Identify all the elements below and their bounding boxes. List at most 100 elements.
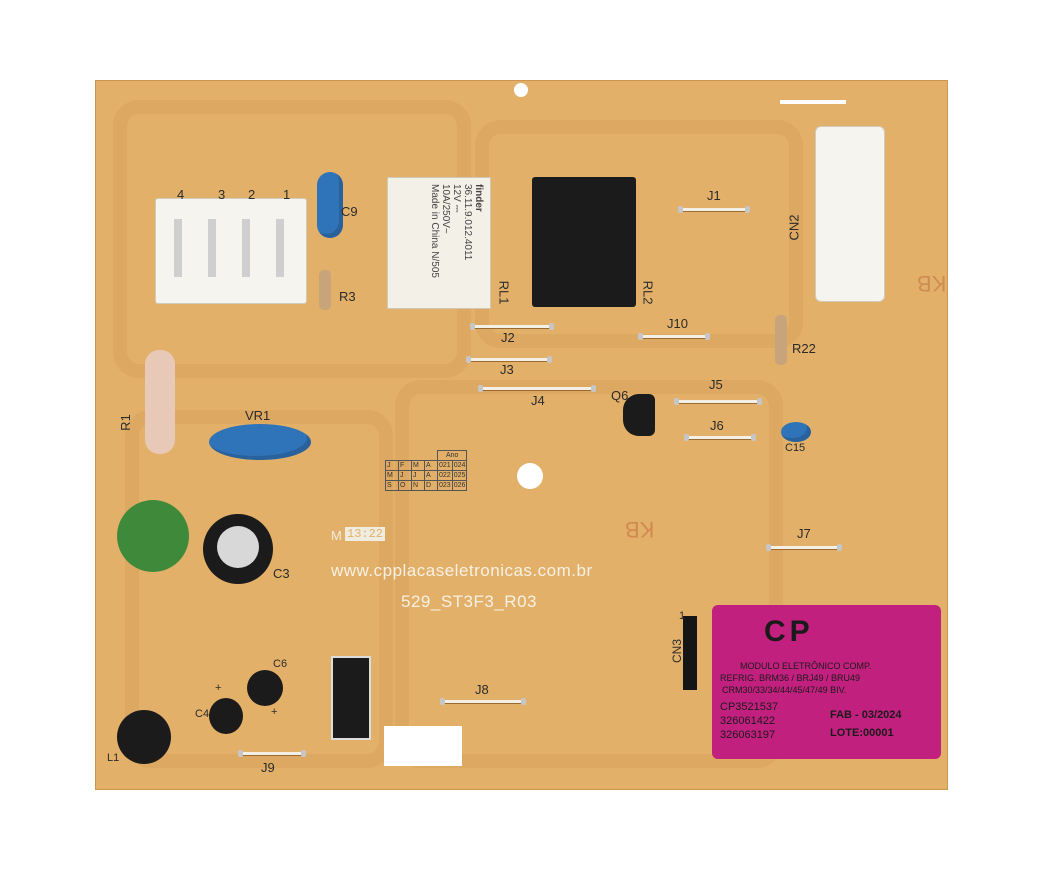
date-cell: 022 (437, 470, 453, 481)
blank-label (384, 726, 462, 766)
sticker-part1: CP3521537 (720, 701, 779, 713)
date-cell: J (385, 460, 399, 471)
capacitor-c15 (781, 422, 811, 442)
label-cn3: CN3 (670, 638, 685, 664)
kb-mark: KB (917, 271, 947, 296)
product-sticker: CP MODULO ELETRÔNICO COMP. REFRIG. BRM36… (712, 605, 941, 759)
label-j8: J8 (475, 682, 489, 697)
capacitor-c4 (209, 698, 243, 734)
connector-4pin[interactable] (155, 198, 307, 304)
copper-trace (125, 410, 393, 768)
kb-mark: KB (625, 517, 655, 542)
date-mark-box: 13:22 (345, 527, 386, 541)
label-j2: J2 (501, 330, 515, 345)
label-j7: J7 (797, 526, 811, 541)
date-cell: 021 (437, 460, 453, 471)
jumper-j4 (478, 385, 596, 392)
sticker-line3: CRM30/33/34/44/45/47/49 BIV. (722, 685, 847, 695)
label-c9: C9 (341, 204, 358, 219)
copper-trace (475, 120, 803, 348)
capacitor-c6 (247, 670, 283, 706)
label-l1: L1 (107, 752, 120, 764)
label-rl2: RL2 (640, 280, 656, 305)
date-cell: F (398, 460, 412, 471)
date-cell: J (398, 470, 412, 481)
date-cell: A (424, 460, 438, 471)
label-j4: J4 (531, 393, 545, 408)
label-j10: J10 (667, 316, 688, 331)
mounting-hole (517, 463, 543, 489)
sticker-line1: MODULO ELETRÔNICO COMP. (740, 661, 872, 671)
jumper-j1 (678, 206, 750, 213)
pcb-board: 4 3 2 1 C9 R3 finder 36.11.9.012.4011 12… (95, 80, 948, 790)
resistor-r1 (145, 350, 175, 454)
relay-rl2 (532, 177, 636, 307)
date-cell: D (424, 480, 438, 491)
relay-line: 10A/250V~ (440, 184, 451, 234)
label-c4: C4 (195, 708, 210, 720)
pin-label-1: 1 (283, 187, 291, 202)
pin-label-3: 3 (218, 187, 226, 202)
inductor-l1 (117, 710, 171, 764)
jumper-j10 (638, 333, 710, 340)
sticker-lote: LOTE:00001 (830, 727, 894, 739)
label-r1: R1 (117, 414, 133, 431)
label-j9: J9 (261, 760, 275, 775)
regulator-ic (331, 656, 371, 740)
transistor-q6 (623, 394, 655, 436)
date-cell: S (385, 480, 399, 491)
board-model-code: 529_ST3F3_R03 (401, 592, 537, 611)
sticker-line2: REFRIG. BRM36 / BRJ49 / BRU49 (720, 673, 861, 683)
date-cell: M (411, 460, 425, 471)
date-cell: A (424, 470, 438, 481)
date-table-header: Ano (436, 450, 468, 461)
relay-line: 36.11.9.012.4011 (462, 184, 473, 261)
jumper-j7 (766, 544, 842, 551)
label-c6: C6 (273, 658, 288, 670)
date-code-table: Ano J F M A 021 024 M J J A 022 025 S O … (385, 450, 468, 491)
sticker-part3: 326063197 (720, 729, 776, 741)
pin-label-4: 4 (177, 187, 185, 202)
jumper-j9 (238, 750, 306, 757)
polarity-plus: + (271, 706, 278, 718)
label-cn3-pin1: 1 (679, 610, 686, 622)
label-j6: J6 (710, 418, 724, 433)
varistor-vr1 (209, 424, 311, 460)
capacitor-c9 (317, 172, 343, 238)
relay-brand: finder (473, 184, 484, 212)
cp-logo: CP (764, 615, 814, 648)
jumper-j2 (470, 323, 554, 330)
resistor-r22 (775, 315, 787, 365)
sticker-fab: FAB - 03/2024 (830, 709, 902, 721)
relay-rl1: finder 36.11.9.012.4011 12V ⎓ 10A/250V~ … (387, 177, 491, 309)
jumper-j8 (440, 698, 526, 705)
jumper-j5 (674, 398, 762, 405)
label-c3: C3 (273, 566, 290, 581)
thermistor-disc (117, 500, 189, 572)
polarity-plus: + (215, 682, 222, 694)
label-cn2: CN2 (786, 214, 802, 241)
pin-label-2: 2 (248, 187, 256, 202)
label-r22: R22 (792, 341, 816, 356)
silk-bar (780, 100, 846, 104)
relay-line: 12V ⎓ (451, 184, 462, 213)
date-cell: O (398, 480, 412, 491)
header-cn3[interactable] (683, 616, 697, 690)
sticker-part2: 326061422 (720, 715, 776, 727)
label-j3: J3 (500, 362, 514, 377)
label-q6: Q6 (611, 388, 629, 403)
date-cell: 023 (437, 480, 453, 491)
label-vr1: VR1 (245, 408, 271, 423)
label-r3: R3 (339, 289, 356, 304)
jumper-j3 (466, 356, 552, 363)
date-mark-prefix: M (331, 528, 342, 543)
connector-cn2[interactable] (815, 126, 885, 302)
mounting-hole (514, 83, 528, 97)
date-cell: N (411, 480, 425, 491)
board-url: www.cpplacaseletronicas.com.br (331, 561, 593, 580)
date-cell: 025 (451, 470, 468, 481)
date-cell: M (385, 470, 399, 481)
label-rl1: RL1 (496, 280, 512, 305)
date-cell: J (411, 470, 425, 481)
jumper-j6 (684, 434, 756, 441)
